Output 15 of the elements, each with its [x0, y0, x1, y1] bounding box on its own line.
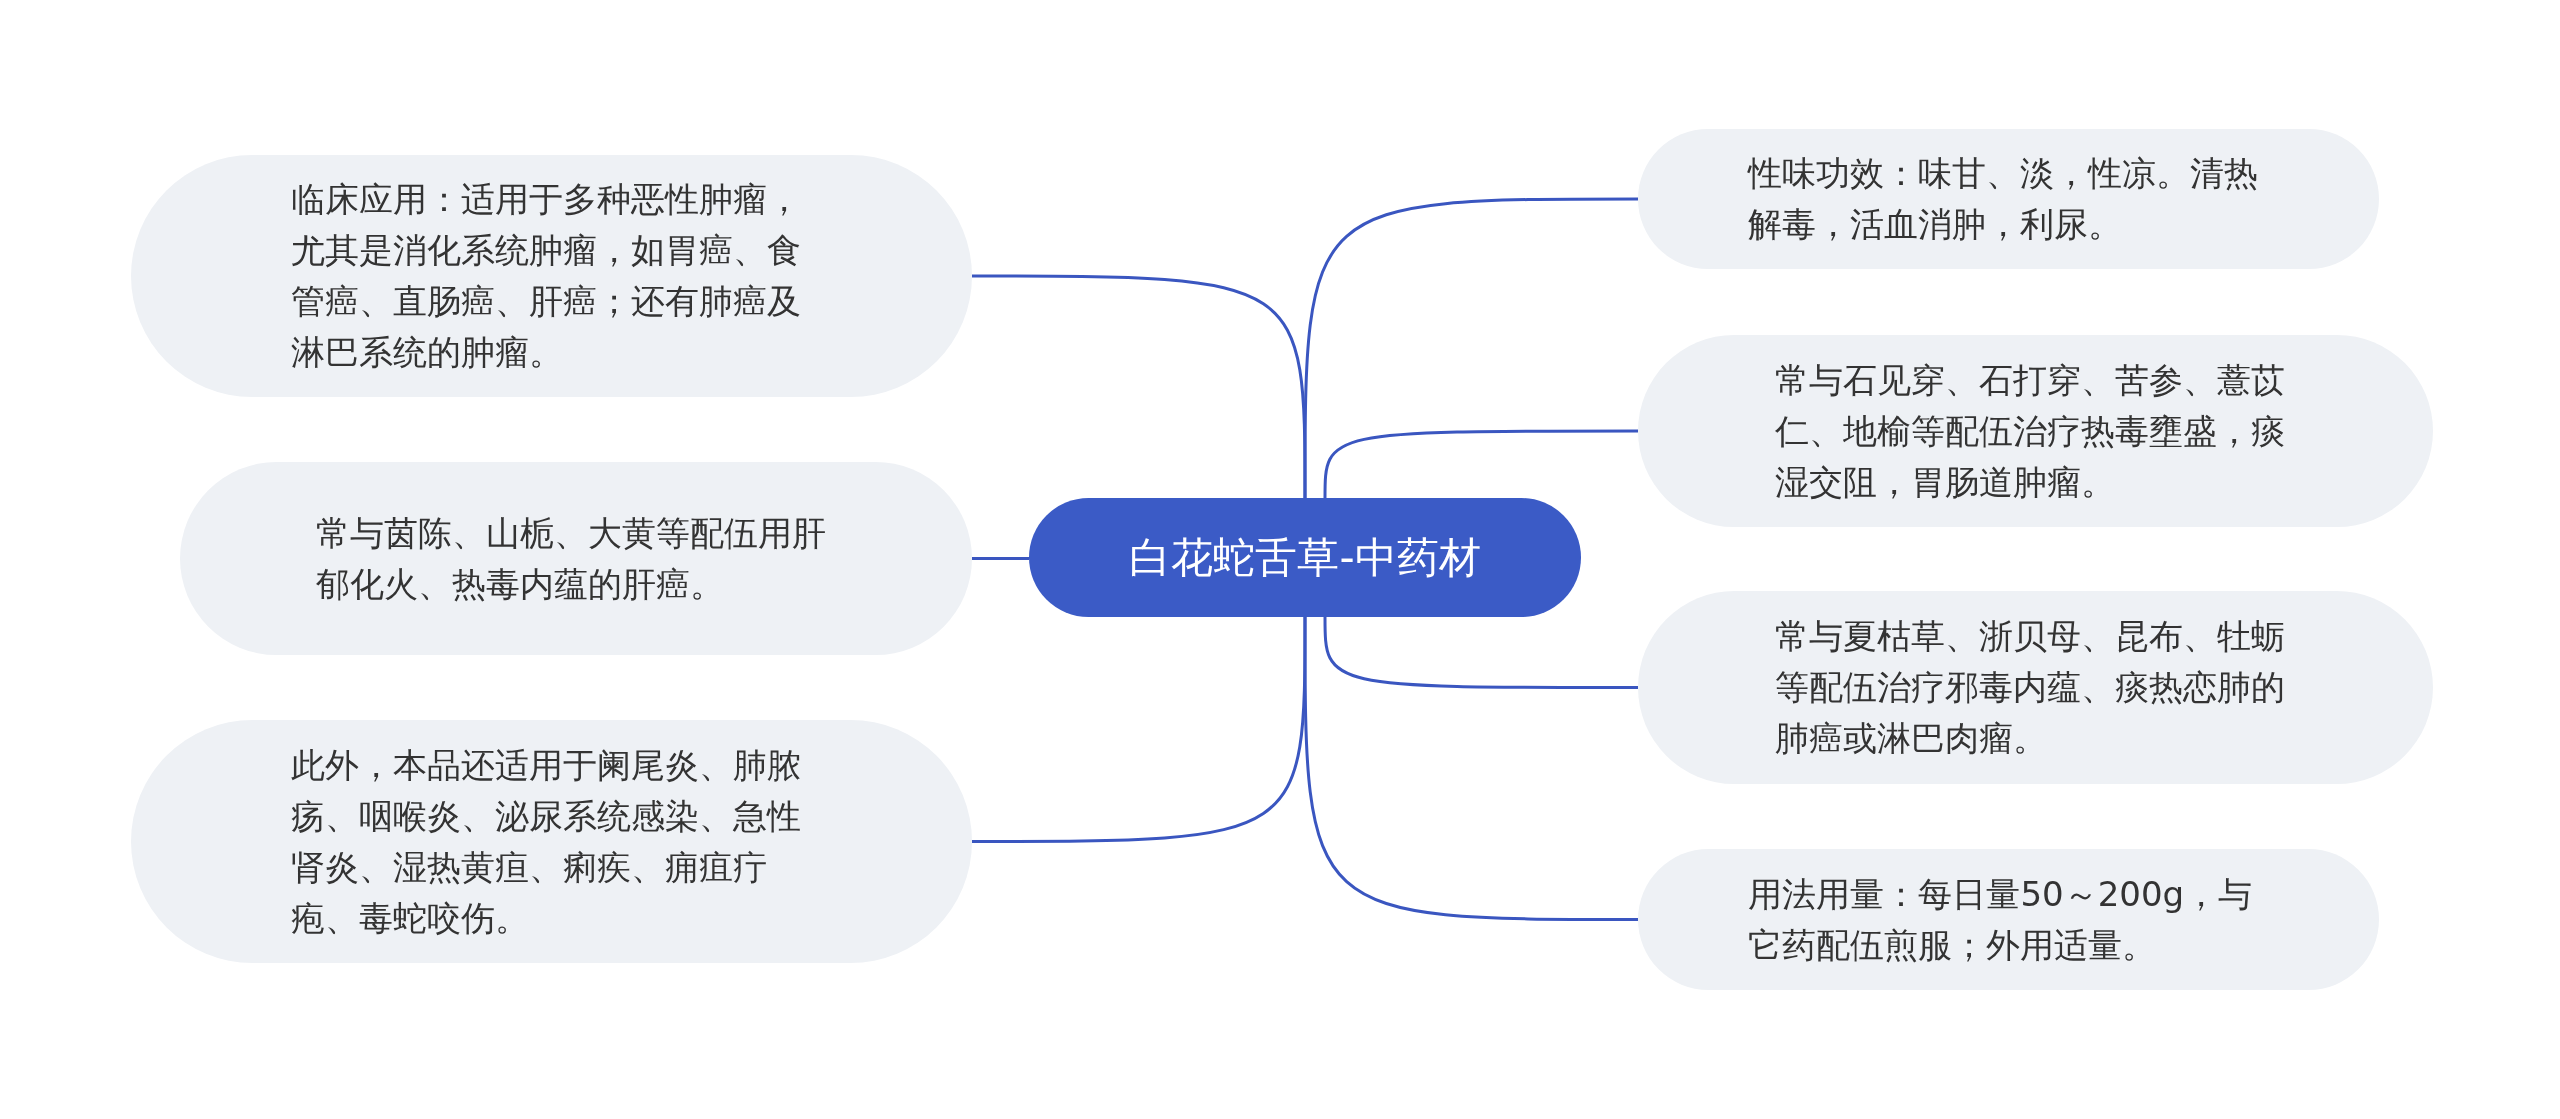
central-topic-text: 白花蛇舌草-中药材: [1129, 532, 1481, 584]
topic-text: 用法用量：每日量50～200g，与它药配伍煎服；外用适量。: [1748, 872, 2254, 967]
connector-line: [1303, 197, 1638, 498]
connector-line: [1323, 429, 1638, 498]
topic-text: 此外，本品还适用于阑尾炎、肺脓疡、咽喉炎、泌尿系统感染、急性肾炎、湿热黄疸、痢疾、痈疽疔疱、毒蛇咬伤。: [291, 743, 803, 940]
topic-text: 常与石见穿、石打穿、苦参、薏苡仁、地榆等配伍治疗热毒壅盛，痰湿交阻，胃肠道肿瘤。: [1775, 358, 2287, 504]
connector-line: [1303, 617, 1638, 921]
topic-text: 常与夏枯草、浙贝母、昆布、牡蛎等配伍治疗邪毒内蕴、痰热恋肺的肺癌或淋巴肉瘤。: [1775, 615, 2287, 760]
topic-text: 临床应用：适用于多种恶性肿瘤，尤其是消化系统肿瘤，如胃癌、食管癌、直肠癌、肝癌；还有肺癌及淋巴系统的肿瘤。: [291, 178, 803, 374]
topic-text: 常与茵陈、山栀、大黄等配伍用肝郁化火、热毒内蕴的肝癌。: [315, 511, 827, 606]
topic-text: 性味功效：味甘、淡，性凉。清热解毒，活血消肿，利尿。: [1748, 152, 2260, 246]
connector-line: [972, 274, 1307, 498]
connector-line: [972, 557, 1029, 560]
connector-line: [1323, 617, 1638, 689]
connector-line: [972, 617, 1307, 843]
